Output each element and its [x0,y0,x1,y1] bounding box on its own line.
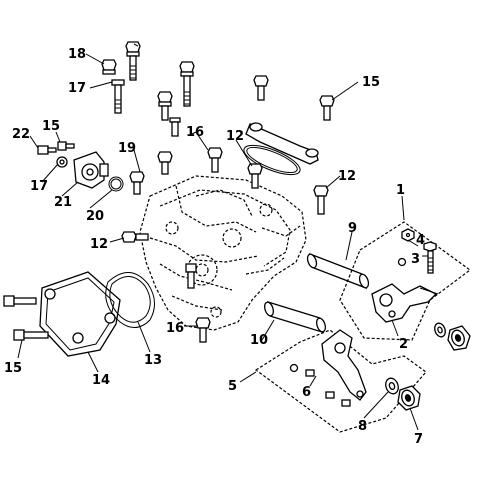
bolt-16-top [207,147,223,173]
screw-22 [37,145,57,155]
callout-19: 19 [118,141,136,156]
washer-8 [385,377,399,395]
rocker-arm-2 [371,283,439,323]
side-cover-14 [39,271,121,357]
callout-18: 18 [68,47,86,62]
callout-5: 5 [228,379,237,394]
callout-2: 2 [399,337,408,352]
callout-1: 1 [396,183,405,198]
bolt-long-2 [179,61,195,107]
shaft-9 [306,252,370,290]
callout-16-top: 16 [186,125,204,140]
callout-4: 4 [416,233,425,248]
callout-15-left: 15 [42,119,60,134]
bolt-long-17 [111,79,125,114]
thermostat-housing-21 [73,151,109,189]
assembly-box-1 [339,221,472,341]
callout-12-left: 12 [90,237,108,252]
callout-17-left: 17 [30,179,48,194]
callout-21: 21 [54,195,72,210]
bolt-19 [129,151,173,195]
adjust-screw-3 [423,241,437,274]
cover-plate-top [243,122,319,176]
screw-15-left [57,141,75,151]
bolt-15-left-lower [13,329,49,341]
callout-13: 13 [144,353,162,368]
engine-housing-phantom [139,175,307,331]
callout-7: 7 [414,432,423,447]
bolt-15-left-upper [3,295,37,307]
callout-12-right: 12 [338,169,356,184]
bolt-long-1 [125,41,141,81]
bolt-long-18 [101,59,117,75]
callout-17-top: 17 [68,81,86,96]
callout-9: 9 [348,221,357,236]
callout-20: 20 [86,209,104,224]
plug-right [447,325,471,351]
bolt-15-top [253,75,335,121]
adjust-nut-4 [401,228,415,242]
leader-lines [17,43,428,431]
bolt-medium [157,91,181,137]
callout-12-center: 12 [226,129,244,144]
pin-6c [341,399,351,407]
pin-6a [305,369,315,377]
washer-2 [434,322,446,338]
callout-15-lower: 15 [4,361,22,376]
bolt-12-right [313,185,329,215]
callout-labels: 1 2 3 4 5 6 7 8 9 10 12 12 12 13 14 15 1… [4,47,425,447]
small-nut-1 [397,257,407,267]
assembly-box-5 [254,329,427,433]
callout-3: 3 [411,252,420,267]
callout-16-lower: 16 [166,321,184,336]
bolt-16-lower [195,317,211,343]
washer-17-left [56,156,68,168]
gasket-13 [105,272,155,328]
shaft-10 [263,301,327,333]
callout-10: 10 [250,333,268,348]
plug-7 [397,385,421,411]
bolt-housing-center [185,263,197,289]
rocker-arm-6 [321,329,367,401]
callout-22: 22 [12,127,30,142]
callout-14: 14 [92,373,110,388]
callout-15-top: 15 [362,75,380,90]
callout-6: 6 [302,385,311,400]
pin-6b [325,391,335,399]
callout-8: 8 [358,419,367,434]
small-nut-5 [289,363,299,373]
bolt-12-center [247,163,263,189]
bolt-12-left [121,231,149,243]
o-ring-20 [108,176,124,192]
